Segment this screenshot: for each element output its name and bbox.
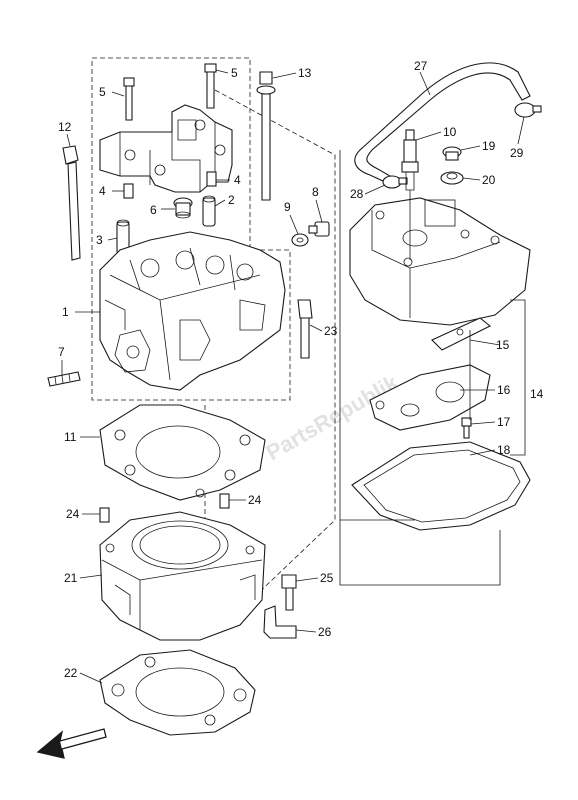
cylinder-head-assembly-box <box>91 57 291 401</box>
leader-27 <box>419 71 431 96</box>
leader-23 <box>309 324 323 332</box>
long-bolt-13 <box>256 71 276 201</box>
callout-16: 16 <box>497 383 511 397</box>
cylinder-head-cover <box>349 197 531 326</box>
bolt-5-left <box>123 77 135 121</box>
leader-5b <box>215 69 229 74</box>
callout-15: 15 <box>496 338 510 352</box>
leader-13 <box>272 72 297 79</box>
cylinder-head-gasket-11 <box>99 404 266 501</box>
callout-24-right: 24 <box>248 493 262 507</box>
callout-2: 2 <box>228 193 235 207</box>
callout-7: 7 <box>58 345 65 359</box>
leader-15 <box>469 339 501 346</box>
bolt-19 <box>442 146 462 161</box>
callout-5-right: 5 <box>231 66 238 80</box>
leader-28 <box>364 184 386 195</box>
leader-2 <box>214 199 226 207</box>
callout-10: 10 <box>443 125 457 139</box>
leader-10 <box>415 131 442 141</box>
callout-21: 21 <box>64 571 78 585</box>
callout-5-left: 5 <box>99 85 106 99</box>
leader-8 <box>315 199 323 223</box>
callout-14: 14 <box>530 387 544 401</box>
long-bolt-12 <box>62 145 81 261</box>
group-bracket-14 <box>510 299 526 456</box>
callout-1: 1 <box>62 305 69 319</box>
front-direction-arrow-icon <box>36 728 107 759</box>
callout-4-left: 4 <box>99 184 106 198</box>
washer-9-hole <box>296 237 304 243</box>
callout-26: 26 <box>318 625 332 639</box>
callout-29: 29 <box>510 146 524 160</box>
dowel-pin-4-left <box>123 183 134 199</box>
separator-plate-16 <box>369 364 491 431</box>
dowel-pin-4-right <box>206 171 217 187</box>
callout-18: 18 <box>497 443 511 457</box>
dowel-pin-24-right <box>219 493 230 509</box>
callout-13: 13 <box>298 66 312 80</box>
callout-8: 8 <box>312 185 319 199</box>
hose-clamp-28 <box>382 175 408 189</box>
dashed-guide-line <box>214 89 336 621</box>
cylinder-base-gasket-22 <box>99 649 256 736</box>
cylinder-21 <box>99 511 266 641</box>
callout-12: 12 <box>58 120 72 134</box>
bolt-17 <box>461 417 472 439</box>
callout-20: 20 <box>482 173 496 187</box>
leader-22 <box>79 672 103 684</box>
callout-28: 28 <box>350 187 364 201</box>
leader-29 <box>517 116 525 145</box>
plate-15 <box>431 317 492 351</box>
bolt-23 <box>297 299 313 359</box>
breather-hose-27 <box>354 62 531 183</box>
dowel-pin-24-left <box>99 507 110 523</box>
callout-23: 23 <box>324 324 338 338</box>
stud-bolt-7 <box>47 371 81 387</box>
plug-6 <box>173 197 193 219</box>
hose-clamp-29 <box>514 102 542 118</box>
callout-17: 17 <box>497 415 511 429</box>
bracket-26 <box>263 605 297 639</box>
callout-9: 9 <box>284 200 291 214</box>
callout-24-left: 24 <box>66 507 80 521</box>
leader-18 <box>469 449 496 456</box>
bolt-25 <box>281 574 297 611</box>
callout-6: 6 <box>150 203 157 217</box>
leader-19 <box>460 145 481 151</box>
leader-9 <box>289 214 299 235</box>
callout-3: 3 <box>96 233 103 247</box>
grommet-20 <box>440 171 464 185</box>
leader-20 <box>462 177 481 181</box>
callout-11: 11 <box>64 430 77 444</box>
spark-plug-10 <box>401 129 419 191</box>
washer-9 <box>291 233 309 247</box>
callout-19: 19 <box>482 139 496 153</box>
oil-tube-2 <box>202 195 216 227</box>
leader-26 <box>295 629 317 633</box>
leader-21 <box>79 574 103 579</box>
plug-bolt-8 <box>308 221 330 237</box>
leader-3 <box>107 237 118 241</box>
callout-22: 22 <box>64 666 78 680</box>
leader-17 <box>470 421 496 425</box>
callout-27: 27 <box>414 59 428 73</box>
bolt-5-right <box>204 63 217 109</box>
leader-12 <box>66 133 71 147</box>
leader-5a <box>111 91 125 97</box>
cylinder-head-1 <box>99 231 286 391</box>
guide-line <box>339 520 501 586</box>
callout-4-right: 4 <box>234 173 241 187</box>
cover-gasket-18 <box>351 441 531 531</box>
callout-25: 25 <box>320 571 334 585</box>
camshaft-holder <box>99 104 233 193</box>
leader-25 <box>295 577 319 582</box>
